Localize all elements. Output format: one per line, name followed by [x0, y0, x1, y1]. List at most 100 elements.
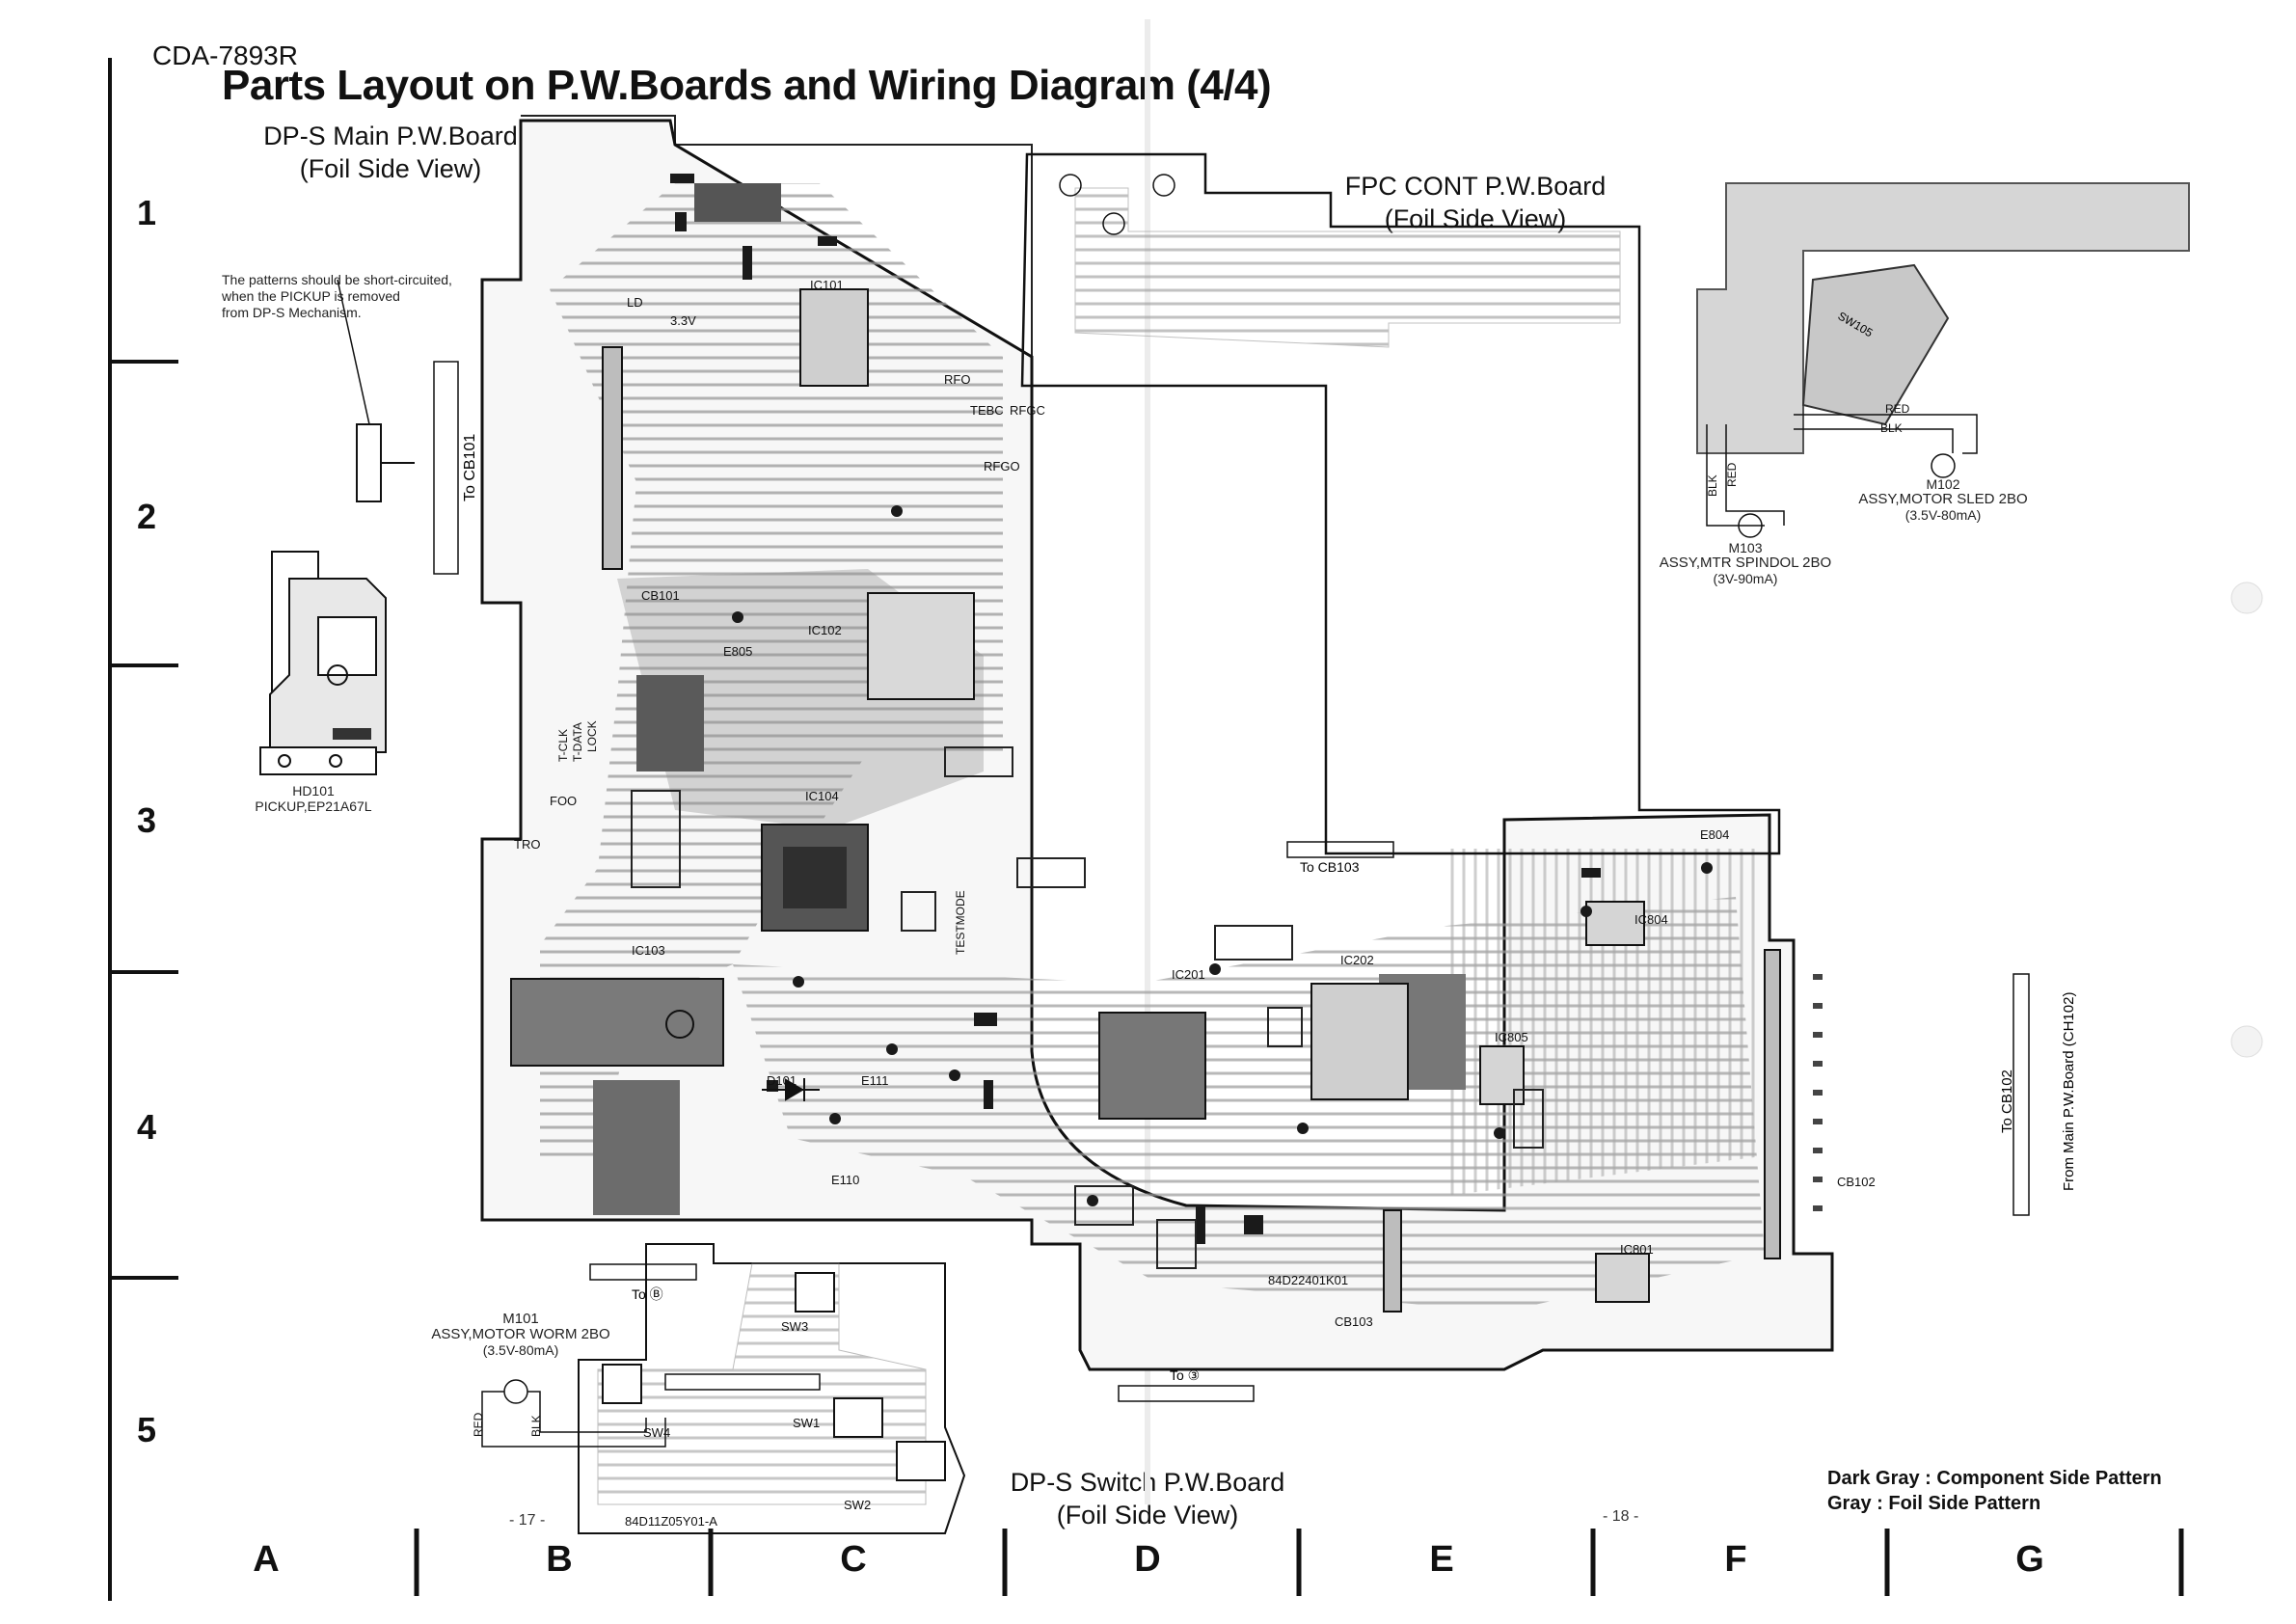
row-label-4: 4 [137, 1107, 157, 1147]
wire-blk-m102: BLK [1880, 421, 1903, 435]
legend-gray: Gray : Foil Side Pattern [1827, 1493, 2041, 1514]
to-3-box: To ③ [1118, 1367, 1255, 1402]
column-dividers [414, 1529, 2184, 1596]
row-label-1: 1 [137, 193, 157, 232]
page-number-right: - 18 - [1603, 1508, 1639, 1525]
label-ic801: IC801 [1620, 1242, 1654, 1257]
ground-plane-1 [636, 675, 704, 771]
ic804-chip [1585, 901, 1645, 946]
wire-red-m102: RED [1885, 402, 1910, 416]
label-e110: E110 [831, 1173, 859, 1187]
fpc-pin7-marker [1152, 174, 1175, 197]
motor-m101-label: M101 ASSY,MOTOR WORM 2BO (3.5V-80mA) [431, 1311, 610, 1359]
fpc-outline-frame [1020, 152, 1781, 855]
column-label-f: F [1724, 1539, 1747, 1580]
to-cb101-box: To CB101 [433, 361, 478, 575]
label-cb103: CB103 [1335, 1314, 1373, 1329]
fpc-c-marker [1102, 212, 1125, 235]
column-label-e: E [1429, 1539, 1454, 1580]
motor-wiring-fpc [1706, 414, 1978, 538]
svg-text:To Ⓑ: To Ⓑ [632, 1286, 663, 1302]
ground-plane-2 [593, 1080, 680, 1215]
wire-red-m103: RED [1725, 462, 1739, 487]
to-cb103-box: To CB103 [1286, 841, 1394, 875]
component-outlines [631, 746, 1544, 1269]
sw105-switch-body [1801, 263, 1950, 426]
label-e111: E111 [861, 1073, 888, 1088]
svg-text:To CB103: To CB103 [1300, 859, 1360, 875]
ic104-core [783, 847, 847, 908]
label-d101: D101 [767, 1073, 797, 1088]
pattern-legend: Dark Gray : Component Side Pattern Gray … [1827, 1466, 2162, 1516]
switch-board-frame [578, 1243, 966, 1534]
wire-red-m101: RED [472, 1412, 485, 1437]
svg-text:To CB101: To CB101 [462, 434, 478, 501]
label-ld: LD [627, 295, 643, 310]
label-sw2: SW2 [844, 1498, 871, 1512]
column-label-c: C [840, 1539, 867, 1580]
pickup-label: HD101 PICKUP,EP21A67L [255, 783, 372, 814]
label-lock: LOCK [585, 720, 599, 752]
fpc-board-name: FPC CONT P.W.Board [1344, 172, 1607, 201]
ic102-chip [867, 592, 975, 700]
fpc-cable [1074, 187, 1621, 348]
label-foo: FOO [550, 794, 577, 808]
motor-m102-label: M102 ASSY,MOTOR SLED 2BO (3.5V-80mA) [1858, 476, 2028, 523]
label-sw3: SW3 [781, 1319, 808, 1334]
ic201-chip [1098, 1012, 1206, 1120]
test-points [732, 505, 1713, 1206]
fpc-cont-board [1696, 182, 2190, 454]
cb103-connector [1383, 1209, 1402, 1313]
fpc-pin1-marker [1059, 174, 1082, 197]
foil-pattern-right [1446, 849, 1755, 1196]
label-tclk: T-CLK [556, 729, 570, 762]
label-ic101: IC101 [810, 278, 844, 292]
label-ic201: IC201 [1172, 967, 1205, 982]
cb102-pins [1813, 974, 1823, 1211]
pickup-drawing [259, 279, 415, 775]
model-number: CDA-7893R [152, 41, 298, 70]
label-rfo: RFO [944, 372, 970, 387]
ic805-chip [1479, 1045, 1525, 1105]
label-sw1: SW1 [793, 1416, 820, 1430]
ic101-chip [799, 288, 869, 387]
label-cb101: CB101 [641, 588, 680, 603]
label-part-number-main: 84D22401K01 [1268, 1273, 1348, 1287]
ic103-pin1-marker [665, 1010, 694, 1039]
cb101-connector [602, 346, 623, 570]
label-ic104: IC104 [805, 789, 839, 803]
ground-plane-4 [694, 183, 781, 222]
binding-hole-2 [2230, 1025, 2263, 1058]
label-ic103: IC103 [632, 943, 665, 958]
column-label-b: B [546, 1539, 573, 1580]
row-dividers [110, 360, 178, 1280]
svg-text:From Main P.W.Board (CH102): From Main P.W.Board (CH102) [2061, 992, 2077, 1191]
page-number-left: - 17 - [509, 1512, 546, 1529]
label-rfgo: RFGO [984, 459, 1020, 474]
label-e805: E805 [723, 644, 752, 659]
label-tebc: TEBC [970, 403, 1004, 418]
svg-text:To CB102: To CB102 [1999, 1069, 2015, 1133]
main-board-view: (Foil Side View) [299, 154, 482, 183]
ic103-chip [510, 978, 724, 1067]
switch-board-view: (Foil Side View) [1056, 1501, 1239, 1529]
label-part-number-switch: 84D11Z05Y01-A [625, 1514, 717, 1529]
svg-text:To ③: To ③ [1170, 1367, 1200, 1383]
label-cb102: CB102 [1837, 1175, 1876, 1189]
label-ic804: IC804 [1634, 912, 1668, 927]
fpc-board-view: (Foil Side View) [1384, 204, 1567, 233]
label-tro: TRO [514, 837, 540, 852]
legend-dark-gray: Dark Gray : Component Side Pattern [1827, 1468, 2162, 1489]
switch-bodies [602, 1272, 946, 1481]
label-sw4: SW4 [643, 1425, 670, 1440]
row-label-5: 5 [137, 1410, 157, 1449]
d101-diode [762, 1078, 820, 1101]
wire-blk-m101: BLK [529, 1415, 543, 1437]
label-ic102: IC102 [808, 623, 842, 637]
row-label-3: 3 [137, 800, 157, 840]
column-label-d: D [1134, 1539, 1161, 1580]
label-testmode: TESTMODE [954, 890, 967, 955]
switch-board-title: DP-S Switch P.W.Board (Foil Side View) [964, 1466, 1331, 1531]
ic801-chip [1595, 1253, 1650, 1303]
short-circuit-note: The patterns should be short-circuited, … [222, 272, 452, 320]
